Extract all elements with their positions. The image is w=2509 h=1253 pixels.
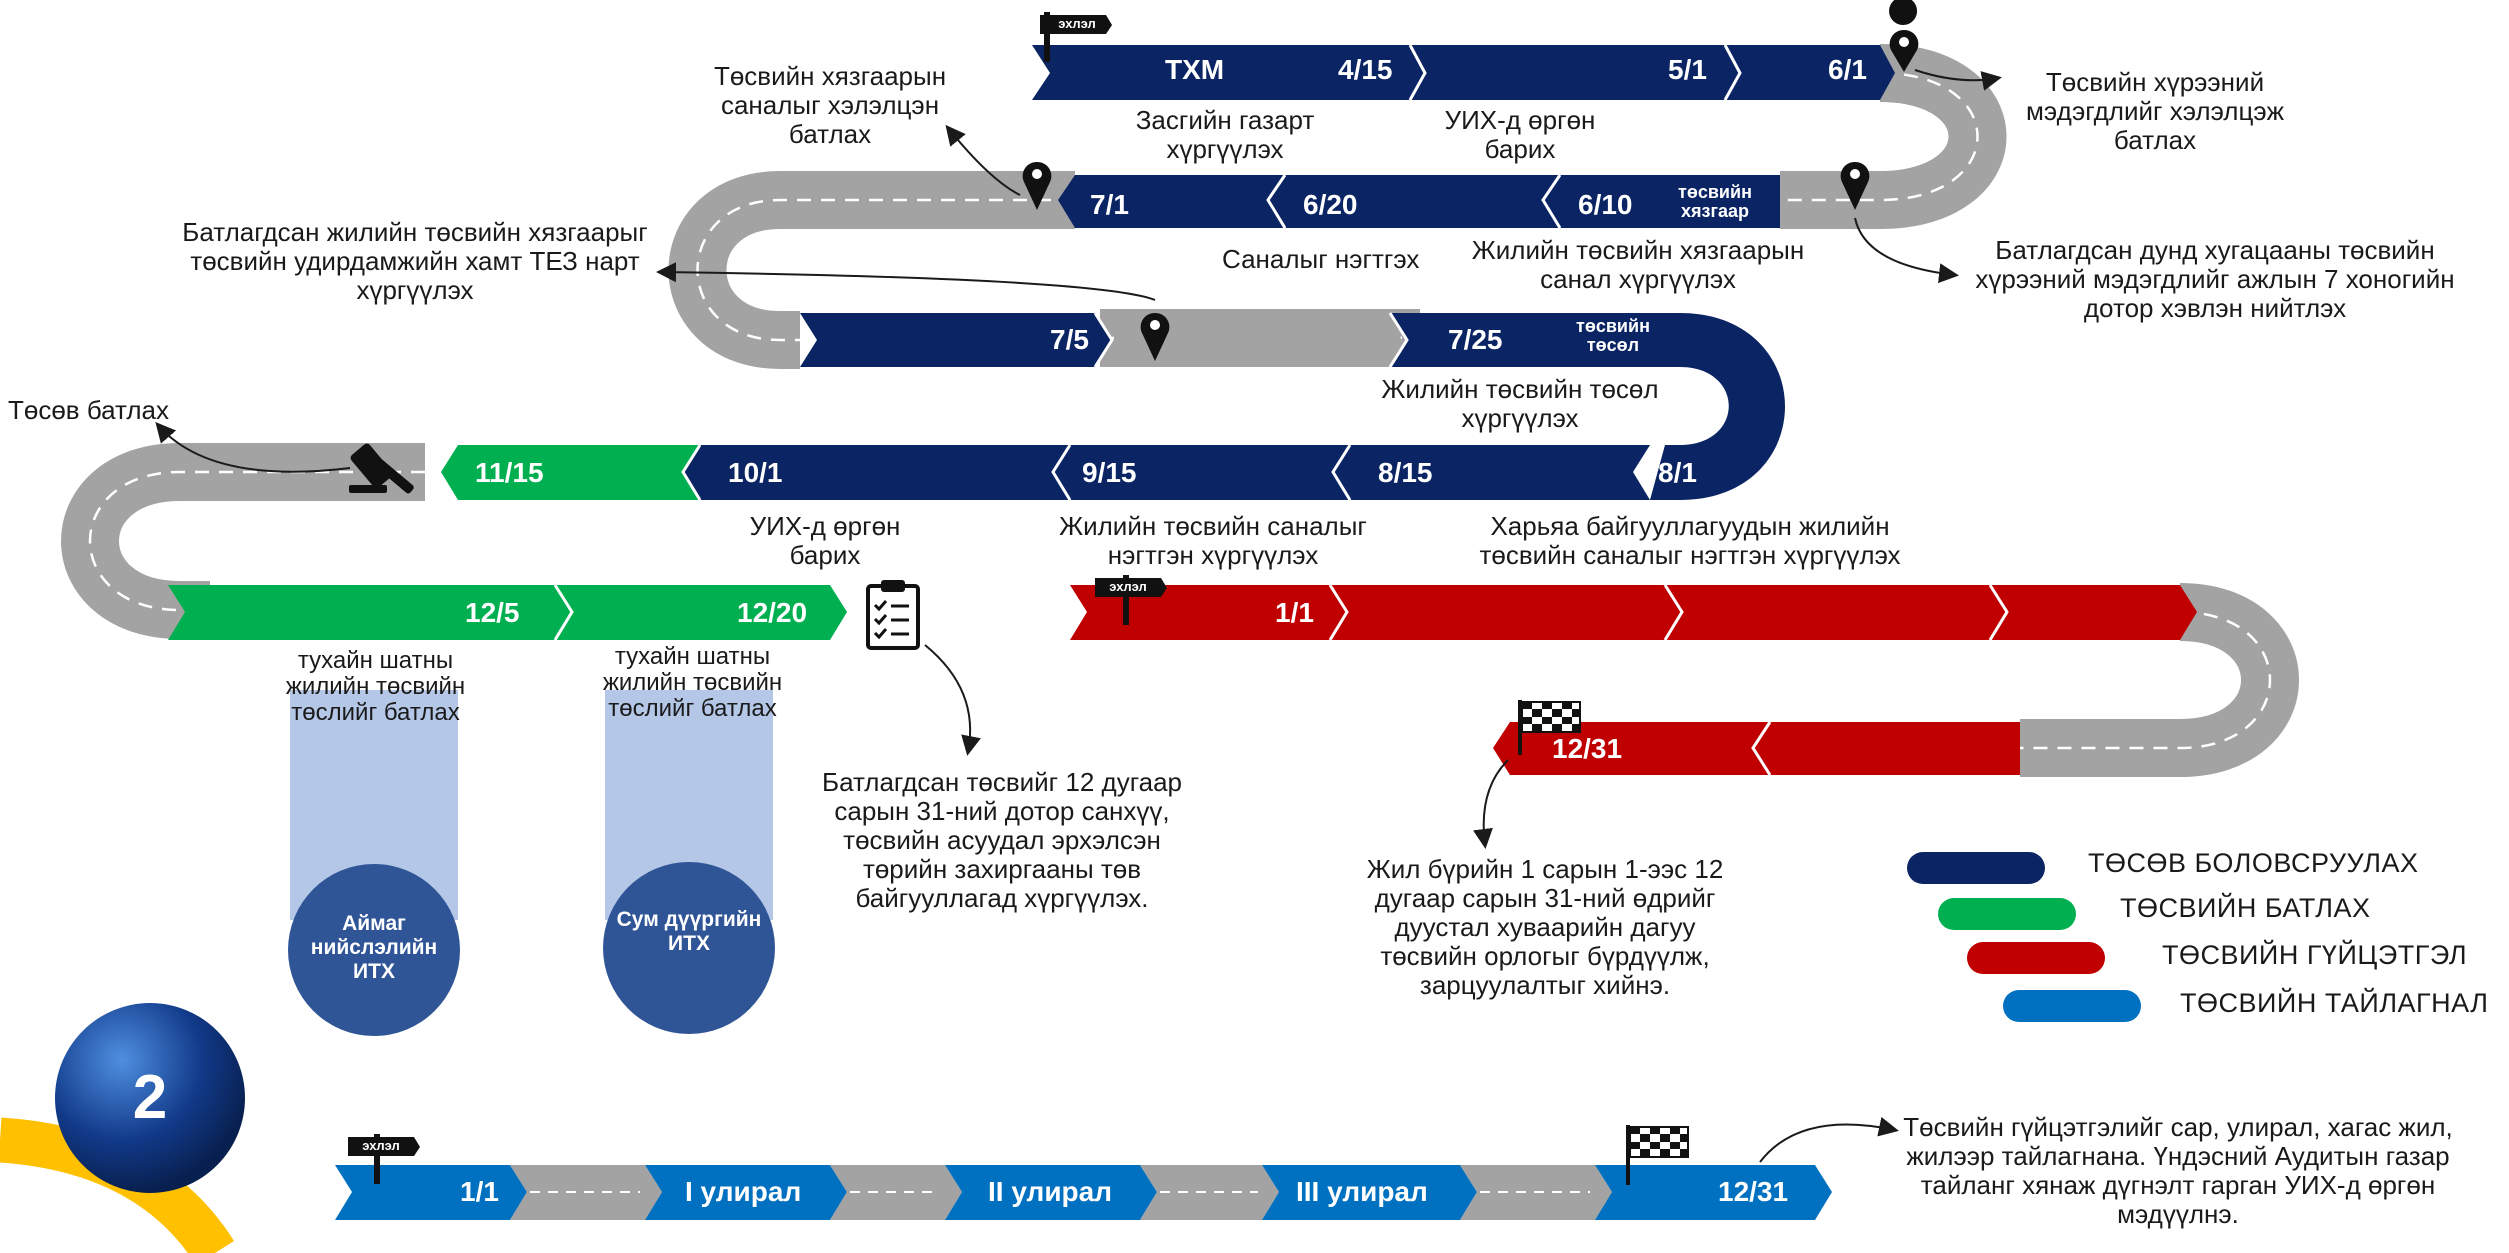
clipboard-checklist-icon	[866, 580, 920, 650]
label-gov-submit: Засгийн газарт хүргүүлэх	[1135, 105, 1315, 164]
sum-circle	[603, 862, 775, 1034]
date-8-15: 8/15	[1378, 457, 1433, 488]
date-7-5: 7/5	[1050, 324, 1089, 355]
legend-approve: ТӨСВИЙН БАТЛАХ	[2120, 893, 2371, 923]
label-consolidated-send: Жилийн төсвийн саналыг нэгтгэн хүргүүлэх	[1059, 511, 1367, 570]
label-execution-note: Жил бүрийн 1 сарын 1-ээс 12 дугаар сарын…	[1366, 854, 1724, 1000]
label-limit-proposal-approve: Төсвийн хязгаарын саналыг хэлэлцэн батла…	[713, 61, 947, 149]
start-sign-icon	[348, 1134, 420, 1184]
office-sum: Сум дүүргийн ИТХ	[616, 908, 762, 955]
start-sign-label: эхлэл	[1058, 16, 1096, 31]
legend-report: ТӨСВИЙН ТАЙЛАГНАЛ	[2180, 988, 2489, 1018]
report-start-date: 1/1	[460, 1176, 499, 1207]
chevron-dividers	[553, 44, 2009, 776]
approve-segments	[168, 445, 847, 640]
date-12-31: 12/31	[1552, 733, 1623, 764]
label-subordinate-send: Харьяа байгууллагуудын жилийн төсвийн са…	[1479, 511, 1901, 570]
legend-prepare: ТӨСӨВ БОЛОВСРУУЛАХ	[2088, 848, 2419, 878]
start-sign-icon	[1095, 575, 1167, 625]
date-10-1: 10/1	[728, 457, 783, 488]
date-8-1: 8/1	[1658, 457, 1697, 488]
date-4-15: 4/15	[1338, 54, 1393, 85]
aimag-circle	[288, 864, 460, 1036]
date-5-1: 5/1	[1668, 54, 1707, 85]
label-reporting-note: Төсвийн гүйцэтгэлийг сар, улирал, хагас …	[1903, 1112, 2453, 1229]
legend-execute: ТӨСВИЙН ГҮЙЦЭТГЭЛ	[2162, 940, 2468, 970]
label-parliament-submit-1: УИХ-д өргөн барих	[1444, 105, 1596, 164]
date-6-10: 6/10	[1578, 189, 1633, 220]
label-local-approve-1: тухайн шатны жилийн төсвийн төслийг батл…	[285, 647, 466, 726]
report-q1: I улирал	[685, 1176, 802, 1207]
report-q2: II улирал	[988, 1176, 1113, 1207]
tag-budget-limit: төсвийн хязгаар	[1678, 182, 1752, 221]
date-thm: ТХМ	[1165, 54, 1225, 85]
prepare-segments	[683, 45, 1895, 500]
date-12-20: 12/20	[737, 597, 808, 628]
date-1-1: 1/1	[1275, 597, 1314, 628]
start-sign-icon	[1040, 12, 1112, 62]
date-6-20: 6/20	[1303, 189, 1358, 220]
step-number: 2	[132, 1063, 168, 1132]
legend-swatches	[1907, 852, 2141, 1022]
label-mtf-approve: Төсвийн хүрээний мэдэгдлийг хэлэлцэж бат…	[2026, 67, 2284, 155]
start-sign-label: эхлэл	[362, 1138, 400, 1153]
annotation-arrows	[155, 69, 2002, 1163]
office-aimag: Аймаг нийслэлийн ИТХ	[310, 912, 438, 983]
date-11-15: 11/15	[475, 457, 544, 488]
label-parliament-submit-2: УИХ-д өргөн барих	[749, 511, 901, 570]
label-limit-send-tez: Батлагдсан жилийн төсвийн хязгаарыг төсв…	[182, 217, 648, 305]
label-mtf-publish: Батлагдсан дунд хугацааны төсвийн хүрээн…	[1975, 235, 2455, 323]
location-pin-icon	[1022, 0, 1919, 361]
date-6-1: 6/1	[1828, 54, 1867, 85]
report-q3: III улирал	[1296, 1176, 1428, 1207]
tag-budget-draft: төсвийн төсөл	[1576, 316, 1650, 355]
label-consolidate: Саналыг нэгтгэх	[1222, 244, 1420, 274]
execute-segments	[1070, 585, 2197, 775]
date-7-1: 7/1	[1090, 189, 1129, 220]
checkered-flag-icon	[1626, 1125, 1689, 1185]
label-limit-proposal-send: Жилийн төсвийн хязгаарын санал хүргүүлэх	[1471, 235, 1805, 294]
checkered-flag-icon	[1518, 700, 1581, 755]
start-sign-label: эхлэл	[1109, 579, 1147, 594]
report-end-date: 12/31	[1718, 1176, 1789, 1207]
date-12-5: 12/5	[465, 597, 520, 628]
step-number-circle	[55, 1003, 245, 1193]
label-draft-send: Жилийн төсвийн төсөл хүргүүлэх	[1381, 374, 1659, 433]
date-9-15: 9/15	[1082, 457, 1137, 488]
label-budget-approve: Төсөв батлах	[8, 395, 169, 425]
date-7-25: 7/25	[1448, 324, 1503, 355]
label-approved-deliver: Батлагдсан төсвийг 12 дугаар сарын 31-ни…	[822, 767, 1182, 913]
report-segments	[335, 1165, 1832, 1220]
label-local-approve-2: тухайн шатны жилийн төсвийн төслийг батл…	[602, 643, 783, 722]
gavel-icon	[349, 443, 414, 494]
